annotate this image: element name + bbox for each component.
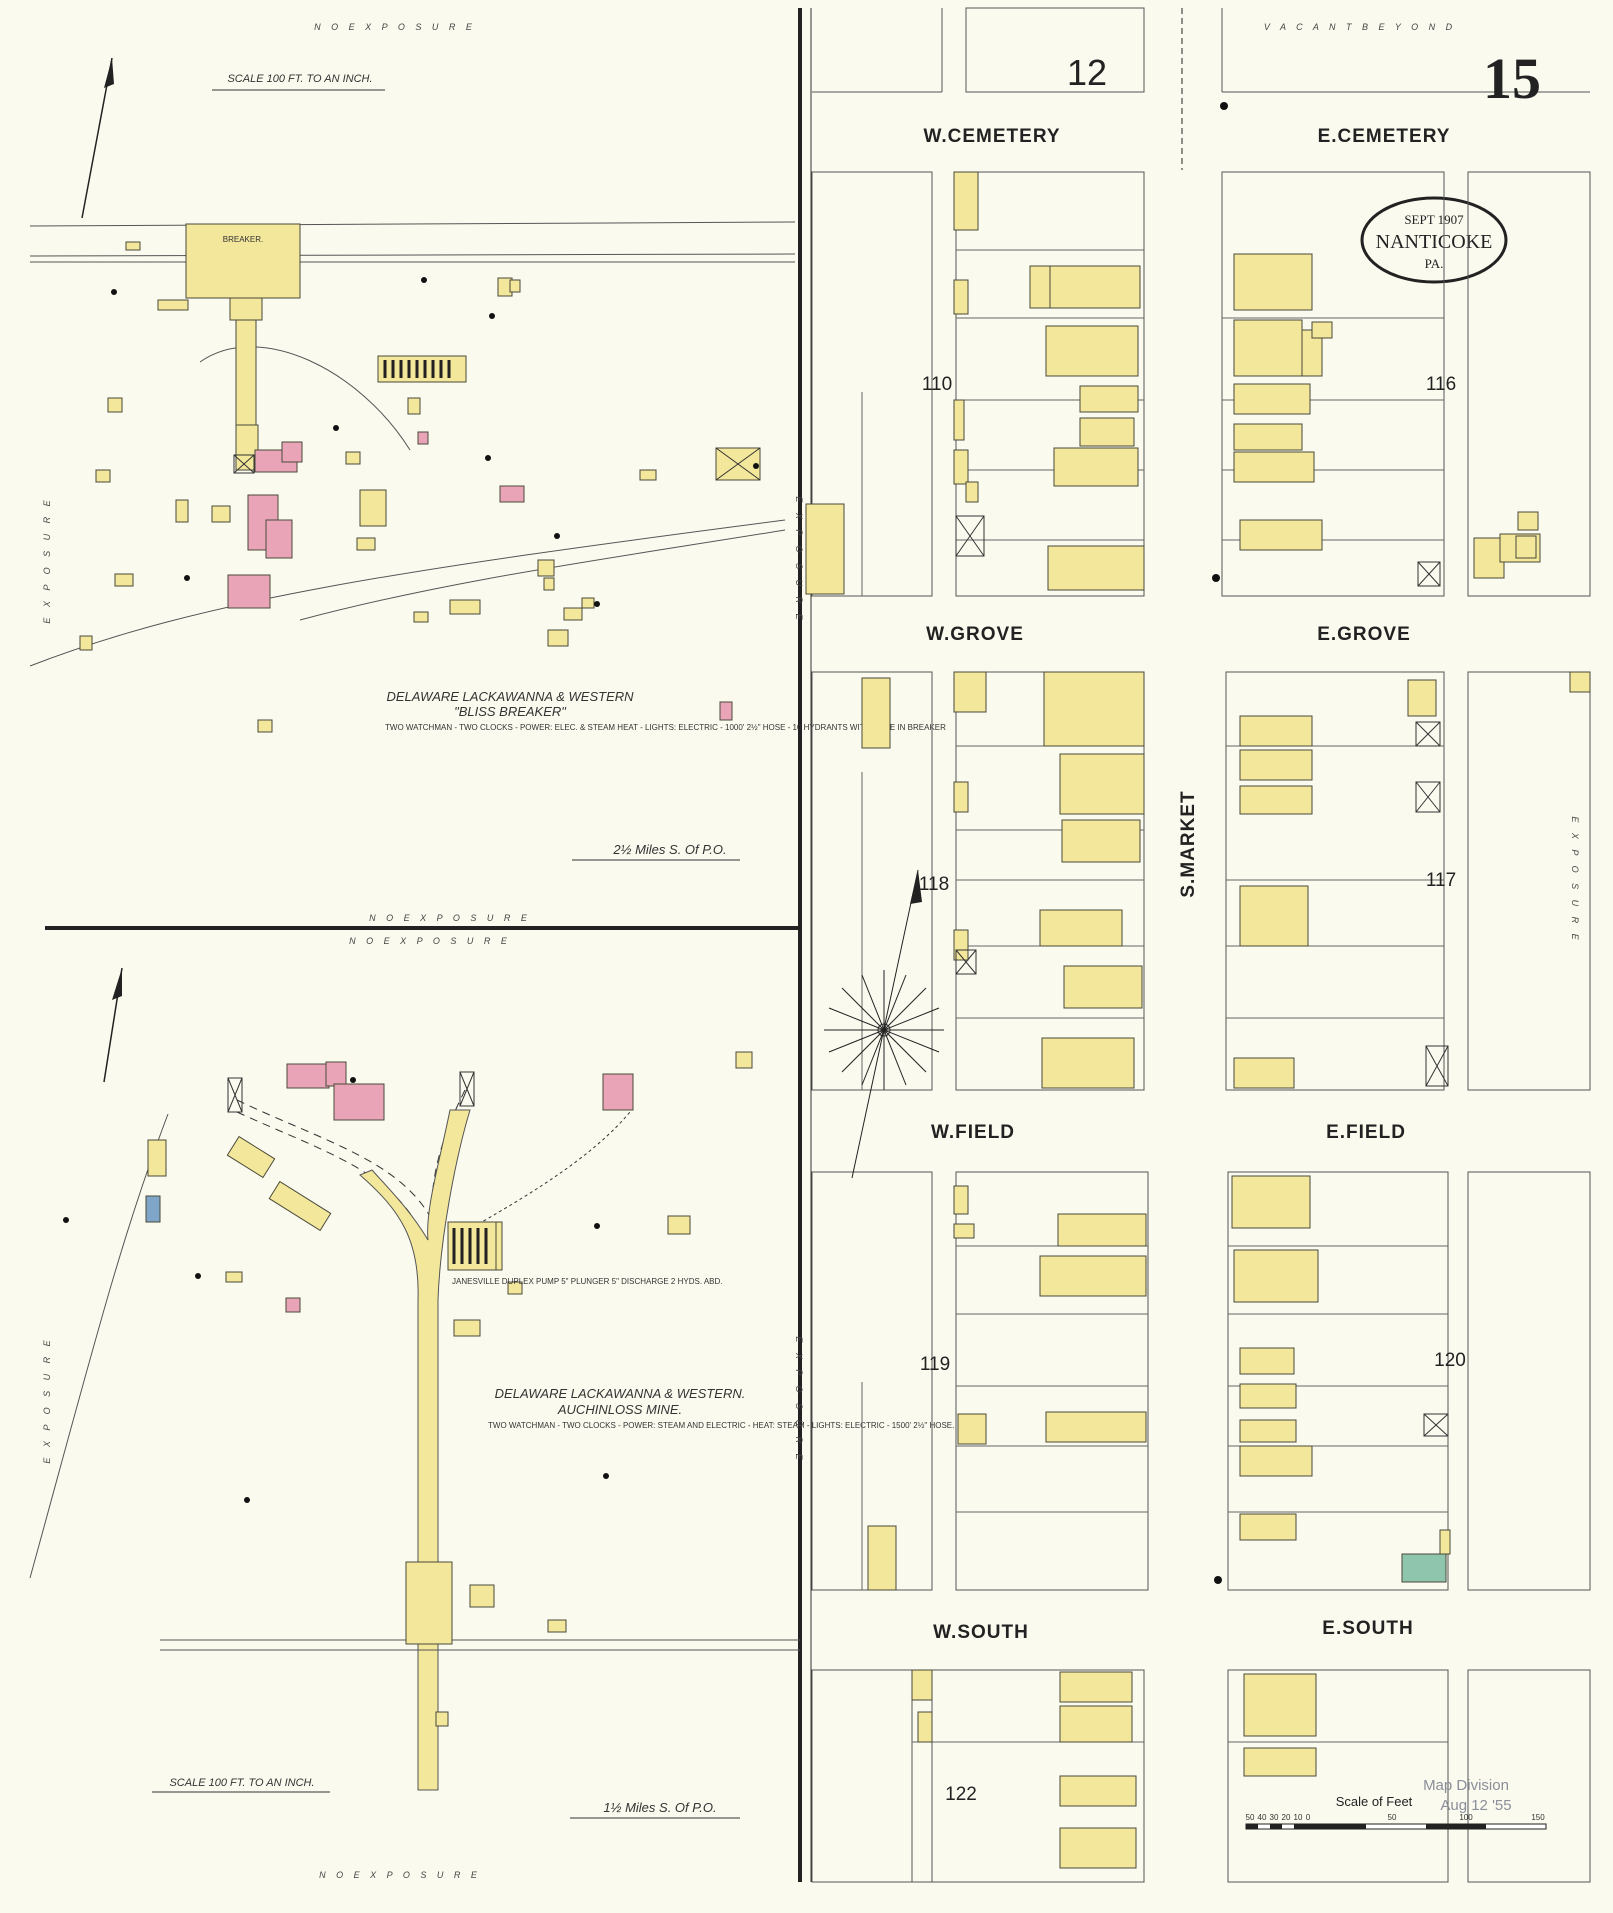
street-s-market: S.MARKET (1178, 790, 1199, 897)
vacant-beyond-label: V A C A N T B E Y O N D (1264, 22, 1456, 32)
scale-tick-0: 50 (1246, 1813, 1255, 1822)
top-inset-details: TWO WATCHMAN - TWO CLOCKS - POWER: ELEC.… (385, 723, 946, 732)
block-119: 119 (920, 1354, 950, 1375)
street-w-south: W.SOUTH (933, 1622, 1029, 1643)
compass-rose (824, 869, 944, 1179)
iron-shed (377, 355, 467, 383)
block-116: 116 (1426, 374, 1456, 395)
fan-house (286, 1063, 330, 1089)
title-state: PA. (1425, 256, 1444, 271)
street-w-field: W.FIELD (931, 1122, 1015, 1143)
breaker-label: BREAKER. (223, 235, 263, 244)
street-e-grove: E.GROVE (1317, 624, 1411, 645)
top-inset-title: DELAWARE LACKAWANNA & WESTERN (386, 689, 634, 704)
boiler-house (602, 1073, 634, 1111)
engine-house (333, 1083, 385, 1121)
scale-tick-8: 150 (1531, 1813, 1545, 1822)
bottom-inset-exposure-bottom: N O E X P O S U R E (319, 1870, 481, 1880)
scale-tick-4: 10 (1294, 1813, 1303, 1822)
block-118: 118 (919, 874, 949, 895)
bottom-inset-side-exposure: E X P O S U R E (794, 1336, 804, 1463)
scale-tick-1: 40 (1258, 1813, 1267, 1822)
title-city: NANTICOKE (1376, 231, 1493, 253)
street-e-south: E.SOUTH (1322, 1618, 1413, 1639)
bottom-inset-distance: 1½ Miles S. Of P.O. (603, 1800, 716, 1815)
mine-shaft (405, 1561, 453, 1645)
top-inset-exposure: N O E X P O S U R E (314, 22, 476, 32)
scale-tick-3: 20 (1282, 1813, 1291, 1822)
title-date: SEPT 1907 (1404, 212, 1464, 227)
block-110: 110 (922, 374, 952, 395)
special-building (1401, 1553, 1447, 1583)
scale-tick-5: 0 (1306, 1813, 1311, 1822)
scale-tick-2: 30 (1270, 1813, 1279, 1822)
scale-label: Scale of Feet (1336, 1794, 1413, 1809)
block-122: 122 (945, 1784, 977, 1805)
street-w-cemetery: W.CEMETERY (923, 126, 1060, 147)
bottom-inset-pump-note: JANESVILLE DUPLEX PUMP 5" PLUNGER 5" DIS… (452, 1277, 723, 1286)
bottom-inset-exposure: N O E X P O S U R E (349, 936, 511, 946)
top-inset-exposure-bottom: N O E X P O S U R E (369, 913, 531, 923)
scale-tick-6: 50 (1388, 1813, 1397, 1822)
bottom-inset-title: DELAWARE LACKAWANNA & WESTERN. (495, 1386, 746, 1401)
left-exposure-top: E X P O S U R E (42, 496, 52, 623)
scale-tick-7: 100 (1459, 1813, 1473, 1822)
stamp-date: Aug 12 '55 (1440, 1797, 1511, 1814)
top-inset-side-exposure: E X P O S U R E (794, 496, 804, 623)
inset-auchinloss-mine: N O E X P O S U R E (29, 936, 954, 1880)
block-120: 120 (1434, 1350, 1466, 1371)
top-inset-scale: SCALE 100 FT. TO AN INCH. (227, 73, 372, 85)
top-inset-distance: 2½ Miles S. Of P.O. (612, 842, 726, 857)
street-e-cemetery: E.CEMETERY (1318, 126, 1451, 147)
top-inset-subtitle: "BLISS BREAKER" (454, 704, 567, 719)
sheet-page-number: 15 (1483, 46, 1541, 111)
bottom-inset-scale: SCALE 100 FT. TO AN INCH. (169, 1777, 314, 1789)
bottom-inset-details: TWO WATCHMAN - TWO CLOCKS - POWER: STEAM… (488, 1421, 954, 1430)
block-12-outline (965, 7, 1145, 93)
scale-of-feet: Scale of Feet 50 40 30 20 10 0 50 100 15… (1245, 1794, 1547, 1830)
bottom-inset-subtitle: AUCHINLOSS MINE. (557, 1402, 682, 1417)
pump-house (447, 1221, 497, 1271)
stamp-map-division: Map Division (1423, 1777, 1509, 1794)
stone-building (145, 1195, 161, 1223)
block-12-label: 12 (1067, 52, 1107, 93)
breaker-building (185, 223, 301, 299)
town-map: V A C A N T B E Y O N D 12 15 SEPT 1907 … (42, 7, 1591, 1883)
inset-bliss-breaker: N O E X P O S U R E SCALE 100 FT. TO AN … (29, 22, 946, 923)
block-117: 117 (1426, 870, 1456, 891)
street-w-grove: W.GROVE (926, 624, 1024, 645)
left-exposure-bottom: E X P O S U R E (42, 1336, 52, 1463)
street-e-field: E.FIELD (1326, 1122, 1406, 1143)
right-exposure-label: E X P O S U R E (1570, 816, 1580, 943)
title-cartouche (1360, 196, 1508, 284)
